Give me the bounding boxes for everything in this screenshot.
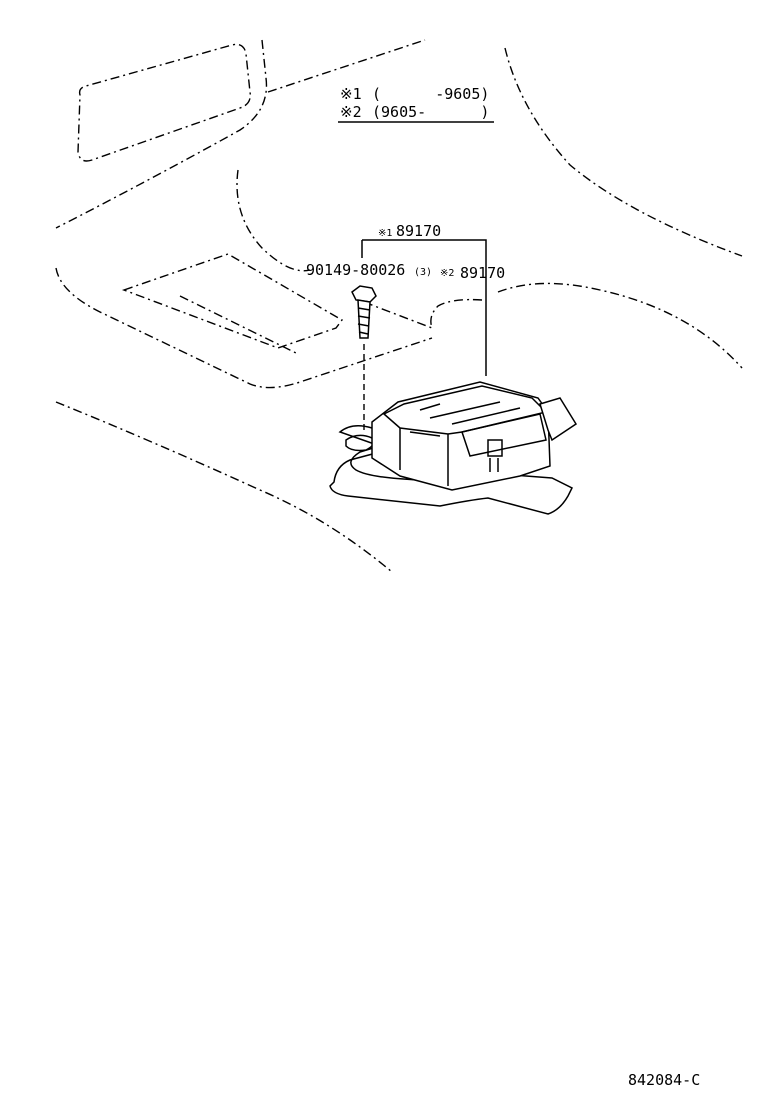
sensor-bracket: [329, 425, 574, 515]
bolt-part: [351, 285, 377, 432]
sensor-connector-tab: [539, 397, 578, 442]
text-labels: ※1 ( -9605) ※2 (9605- ) ※1 89170 90149-8…: [306, 85, 700, 1089]
sensor-ridge-3: [461, 413, 547, 457]
bolt-head: [351, 285, 377, 303]
body-line-upper: [55, 39, 268, 229]
tray-outline-inner: [179, 295, 299, 355]
airbag-sensor-assembly: [329, 381, 578, 515]
sensor-inner-lines: [409, 401, 521, 437]
legend-line2-marker: ※2: [340, 103, 362, 121]
legend-line2-text: (9605- ): [372, 103, 489, 121]
sensor-ref2-marker: ※2: [440, 268, 454, 279]
body-line-top-right: [267, 39, 426, 93]
body-line-center-curve: [236, 169, 311, 272]
floor-line-left: [55, 267, 433, 389]
sensor-front-slot: [489, 458, 499, 472]
sensor-front-detail: [487, 439, 503, 457]
legend-line1-text: ( -9605): [372, 85, 489, 103]
legend-line1-marker: ※1: [340, 85, 362, 103]
bolt-quantity: (3): [414, 267, 432, 278]
body-line-arc-right: [504, 47, 743, 257]
bolt-threads: [357, 307, 371, 335]
bolt-part-number: 90149-80026: [306, 261, 405, 279]
sensor-ref1-bracket: [361, 239, 487, 376]
leader-lines: [338, 121, 494, 376]
console-window-outline: [77, 43, 251, 162]
sensor-ref1-number: 89170: [396, 222, 441, 240]
floor-line-right: [497, 282, 743, 369]
vehicle-body-outline: [55, 39, 743, 573]
sensor-ref2-number: 89170: [460, 264, 505, 282]
diagram-id: 842084-C: [628, 1071, 700, 1089]
sensor-ref1-marker: ※1: [378, 228, 392, 239]
sensor-body: [371, 381, 551, 491]
floor-line-mid: [363, 298, 483, 330]
floor-line-bottom: [55, 401, 393, 573]
